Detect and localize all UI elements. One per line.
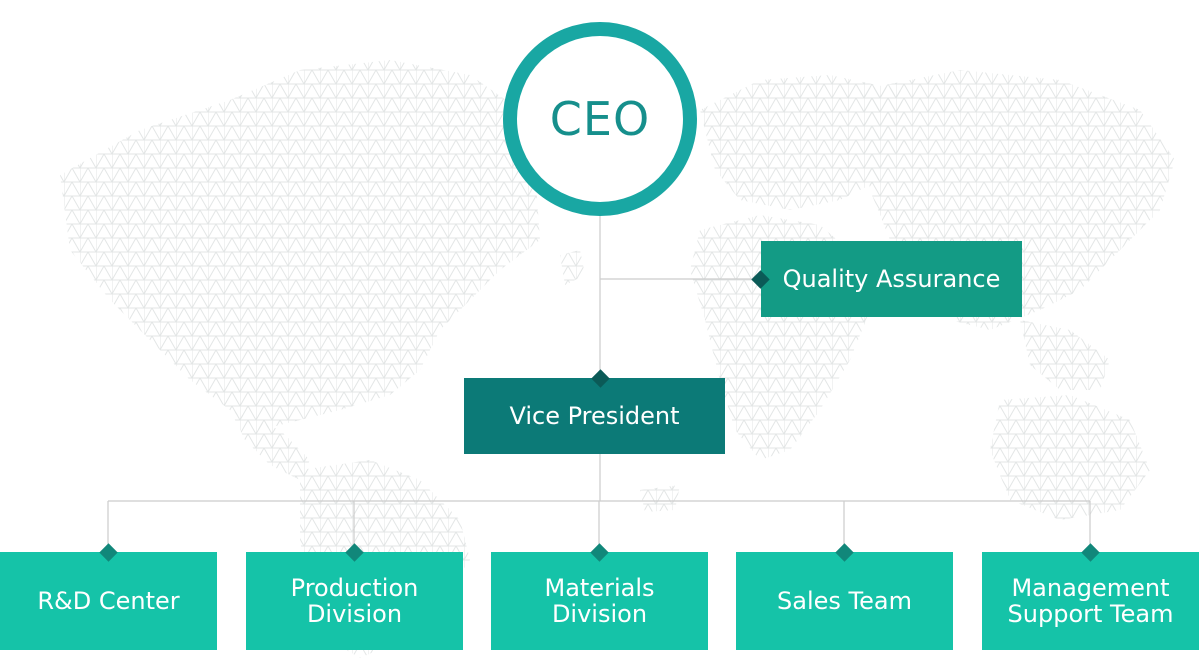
unit-label: R&D Center [37,587,180,615]
quality-assurance-node: Quality Assurance [761,241,1022,317]
unit-label: Sales Team [777,587,912,615]
unit-label: Materials Division [544,574,655,628]
unit-node-production-division: Production Division [246,552,463,650]
unit-node-rd-center: R&D Center [0,552,217,650]
vice-president-label: Vice President [509,402,680,430]
unit-node-sales-team: Sales Team [736,552,953,650]
unit-label: Management Support Team [1007,574,1174,628]
unit-node-management-support-team: Management Support Team [982,552,1199,650]
unit-node-materials-division: Materials Division [491,552,708,650]
unit-label: Production Division [290,574,419,628]
ceo-node: CEO [503,22,697,216]
vice-president-node: Vice President [464,378,725,454]
quality-assurance-label: Quality Assurance [782,265,1001,293]
ceo-label: CEO [549,92,651,146]
